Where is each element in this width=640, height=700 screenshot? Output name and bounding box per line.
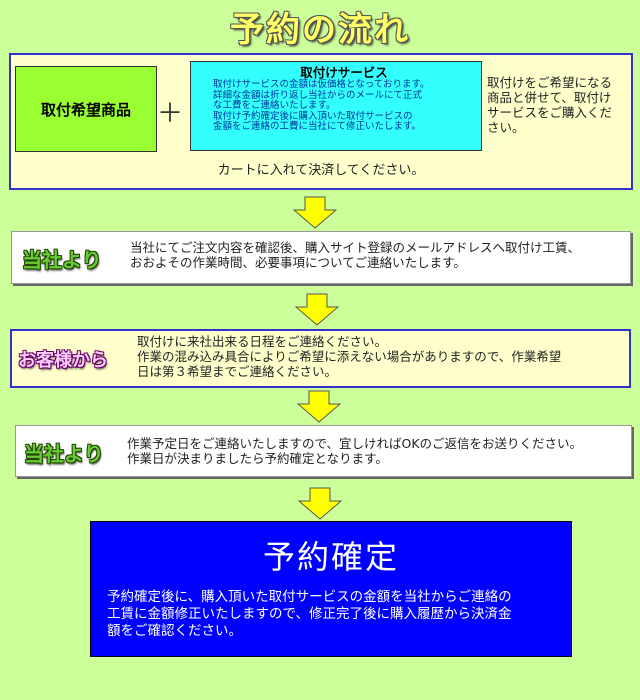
text-line: 工賃に金額修正いたしますので、修正完了後に購入履歴から決済金 [107, 606, 512, 622]
confirm-box: 予約確定 予約確定後に、購入頂いた取付サービスの金額を当社からご連絡の 工賃に金… [90, 521, 572, 657]
service-line: 取付け予約確定後に購入頂いた取付サービスの [213, 110, 413, 122]
confirm-title: 予約確定 [262, 538, 399, 576]
down-arrow-icon [293, 196, 337, 229]
text-line: 額をご確認ください。 [107, 623, 242, 639]
step3-label: お客様から [18, 350, 108, 371]
text-line: 作業日が決まりましたら予約確定となります。 [127, 451, 388, 466]
plus-icon: ＋ [157, 99, 184, 129]
down-arrow-icon [297, 390, 341, 423]
text-line: 作業予定日をご連絡いたしますので、宜しければOKのご返信をお送りください。 [127, 436, 583, 451]
text-line: おおよその作業時間、必要事項についてご連絡いたします。 [130, 255, 466, 270]
service-line: な工費をご連絡いたします。 [213, 100, 336, 111]
step3-box: お客様から 取付けに来社出来る日程をご連絡ください。 作業の混み込み具合によりご… [10, 329, 631, 388]
step2-box: 当社より 当社にてご注文内容を確認後、購入サイト登録のメールアドレスへ取付け工賃… [11, 231, 631, 284]
note-line: さい。 [487, 120, 525, 135]
service-line: 詳細な金額は折り返し当社からのメールにて正式 [213, 89, 423, 101]
text-line: 作業の混み込み具合によりご希望に添えない場合がありますので、作業希望 [137, 349, 562, 364]
service-note: 取付けをご希望になる 商品と併せて、取付け サービスをご購入くだ さい。 [487, 75, 633, 135]
note-line: 取付けをご希望になる [487, 75, 613, 90]
service-title: 取付けサービス [300, 65, 388, 80]
step4-label: 当社より [24, 442, 104, 466]
text-line: 日は第３希望までご連絡ください。 [137, 364, 338, 379]
text-line: 予約確定後に、購入頂いた取付サービスの金額を当社からご連絡の [107, 589, 512, 605]
product-box: 取付希望商品 [15, 66, 157, 152]
text-line: 当社にてご注文内容を確認後、購入サイト登録のメールアドレスへ取付け工賃、 [130, 240, 581, 255]
step3-text: 取付けに来社出来る日程をご連絡ください。 作業の混み込み具合によりご希望に添えな… [137, 334, 629, 379]
text-line: 取付けに来社出来る日程をご連絡ください。 [137, 334, 388, 349]
down-arrow-icon [295, 293, 339, 326]
step4-text: 作業予定日をご連絡いたしますので、宜しければOKのご返信をお送りください。 作業… [127, 436, 631, 466]
step4-box: 当社より 作業予定日をご連絡いたしますので、宜しければOKのご返信をお送りくださ… [15, 425, 632, 477]
page-title: 予約の流れ [230, 10, 410, 50]
confirm-text: 予約確定後に、購入頂いた取付サービスの金額を当社からご連絡の 工賃に金額修正いた… [107, 589, 567, 640]
product-label: 取付希望商品 [40, 100, 131, 119]
service-line: 取付けサービスの金額は仮価格となっております。 [213, 79, 430, 90]
service-box: 取付けサービス 取付けサービスの金額は仮価格となっております。 詳細な金額は折り… [190, 61, 482, 151]
note-line: サービスをご購入くだ [487, 105, 613, 120]
note-line: 商品と併せて、取付け [487, 90, 612, 105]
step2-label: 当社より [22, 248, 102, 272]
service-line: 金額をご連絡の工費に当社にて修正いたします。 [213, 121, 422, 132]
step2-text: 当社にてご注文内容を確認後、購入サイト登録のメールアドレスへ取付け工賃、 おおよ… [130, 240, 630, 270]
step1-box: 取付希望商品 ＋ 取付けサービス 取付けサービスの金額は仮価格となっております。… [9, 53, 633, 190]
cart-instruction: カートに入れて決済してください。 [217, 163, 425, 178]
down-arrow-icon [298, 487, 342, 520]
